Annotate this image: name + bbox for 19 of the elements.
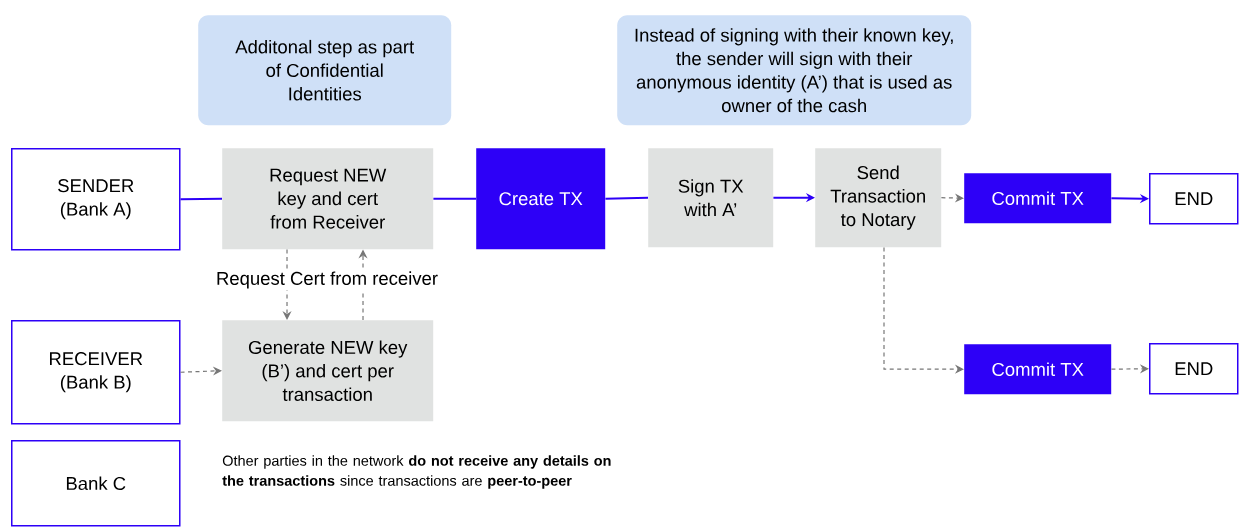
action-box: Commit TX [964,344,1112,395]
process-box: Sign TX with A’ [648,148,774,248]
connector-line [179,197,223,201]
party-box: END [1149,173,1239,225]
action-box: Commit TX [964,173,1112,224]
party-box: SENDER (Bank A) [11,148,181,251]
action-box: Create TX [476,148,606,250]
party-box: Bank C [11,440,181,527]
connector-line [604,196,649,200]
process-box: Request NEW key and cert from Receiver [222,148,434,250]
callout-box: Instead of signing with their known key, the sender will sign with their anonymous identity (A’) that is used as owner of the cash [617,15,972,126]
process-box: Send Transaction to Notary [815,148,942,248]
process-box: Generate NEW key (B’) and cert per transaction [222,320,434,422]
party-box: END [1149,343,1239,395]
connector-line [432,197,477,200]
party-box: RECEIVER (Bank B) [11,320,181,425]
callout-box: Additonal step as part of Confidential Identities [198,15,452,126]
note-text: Other parties in the network do not receive any details on the transactions since transactions are peer-to-peer [222,455,611,489]
edge-label: Request Cert from receiver [214,269,441,291]
